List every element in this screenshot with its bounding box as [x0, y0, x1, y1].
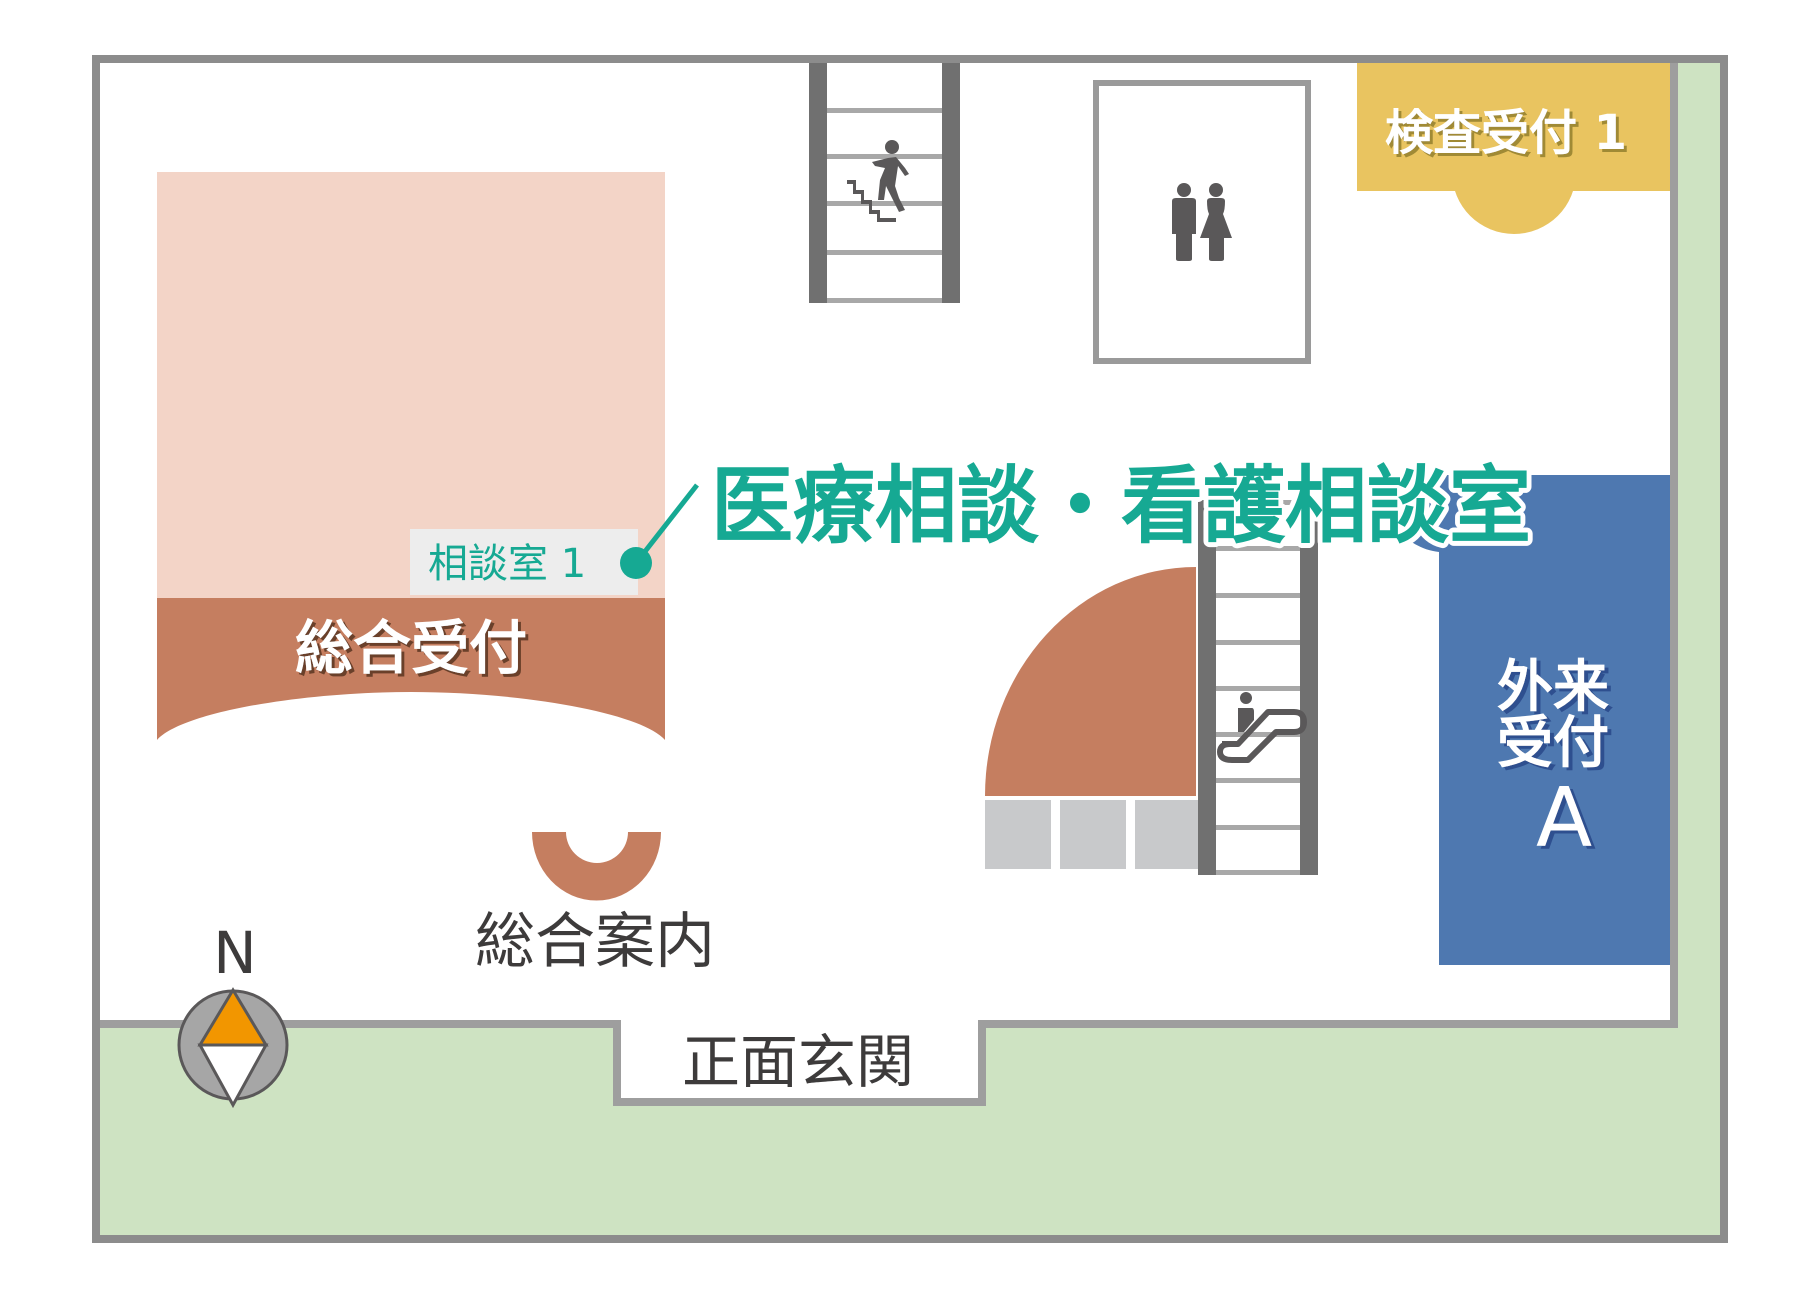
main-entrance-label[interactable]: 正面玄関	[682, 1028, 914, 1096]
outer-frame	[92, 55, 1728, 1243]
front-wall	[100, 1020, 1440, 1106]
stairs-icon	[847, 140, 909, 222]
stairs-rail-left	[809, 63, 827, 303]
escalator-rail-left	[1198, 500, 1216, 875]
escalator-steps	[1210, 500, 1306, 875]
information-label: 総合案内	[475, 907, 715, 977]
information-desk[interactable]: 総合案内	[475, 832, 715, 977]
inner-walls	[100, 59, 1678, 1106]
stair-tread	[818, 108, 951, 113]
stair-tread	[818, 201, 951, 206]
bench	[1135, 800, 1199, 869]
exam-reception-box-top	[1357, 63, 1670, 191]
general-reception-label: 総合受付	[295, 614, 527, 682]
escalator[interactable]	[1198, 500, 1318, 875]
outpatient-reception-box	[1383, 475, 1670, 965]
waiting-area	[985, 567, 1199, 869]
restroom-box	[1093, 80, 1311, 364]
bench	[1060, 800, 1126, 869]
consultation-room-label-bg	[410, 529, 638, 595]
outpatient-reception-label-line1: 外来	[1497, 655, 1609, 720]
consultation-room-label: 相談室 1	[428, 541, 586, 587]
information-counter	[532, 832, 661, 901]
stair-tread	[818, 298, 951, 303]
consultation-room-1[interactable]: 相談室 1	[410, 529, 638, 595]
waiting-counter	[985, 567, 1196, 796]
escalator-icon	[1217, 692, 1307, 763]
outpatient-reception-letter: A	[1536, 771, 1592, 866]
leader-line	[634, 483, 699, 565]
compass-north-label: N	[213, 919, 256, 987]
exam-reception-label: 検査受付 1	[1385, 105, 1627, 161]
compass-icon: N	[177, 919, 289, 1109]
general-reception-area[interactable]: 総合受付	[157, 172, 665, 740]
compass-south-arrow	[197, 1043, 269, 1109]
escalator-rail-right	[1300, 500, 1318, 875]
bench	[985, 800, 1051, 869]
entrance-vestibule	[617, 1020, 982, 1102]
outpatient-reception-a[interactable]: 外来 受付 A	[1383, 475, 1670, 965]
stair-tread	[818, 250, 951, 255]
highlight-title: 医療相談・看護相談室	[711, 457, 1531, 555]
restroom[interactable]	[1093, 80, 1311, 364]
stair-tread	[818, 154, 951, 159]
stairs[interactable]	[809, 63, 960, 303]
stairs-rail-right	[942, 63, 960, 303]
exam-reception-1[interactable]: 検査受付 1	[1357, 63, 1670, 234]
location-marker[interactable]	[620, 547, 652, 579]
outpatient-reception-label-line2: 受付	[1497, 711, 1609, 776]
restroom-icon	[1172, 183, 1232, 261]
general-reception-counter[interactable]	[157, 598, 665, 740]
stairs-treads	[818, 108, 951, 303]
